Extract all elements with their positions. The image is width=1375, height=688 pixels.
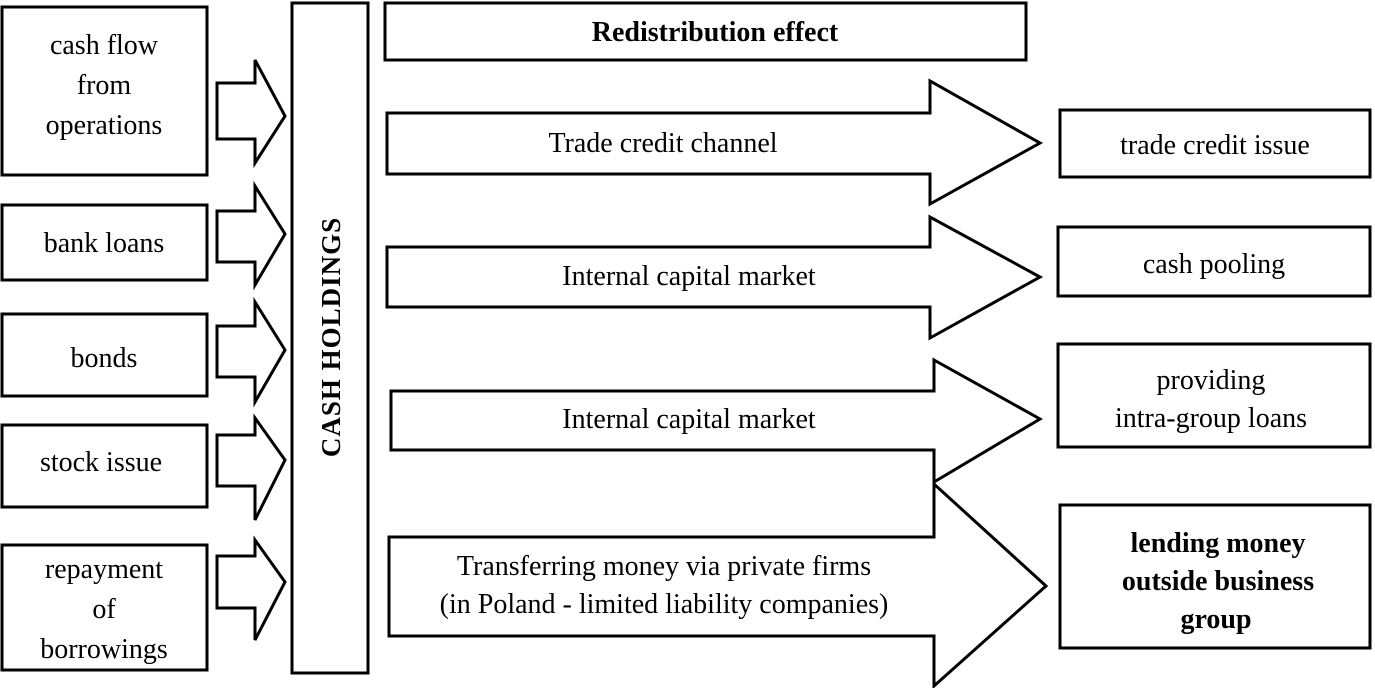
channel-label-private-firms-line2: (in Poland - limited liability companies…	[440, 589, 889, 620]
source-label-stock-issue: stock issue	[40, 447, 162, 478]
channel-arrow-internal-capital-2	[389, 357, 1044, 485]
outcome-label-lending-outside-line3: group	[1180, 604, 1251, 635]
cash-holdings-label: CASH HOLDINGS	[316, 217, 346, 457]
source-label-repayment-line2: of	[92, 594, 116, 625]
channel-arrow-trade-credit	[385, 78, 1044, 207]
outcome-box-intra-group-loans	[1056, 342, 1372, 449]
cash-holdings-box	[290, 1, 370, 675]
input-arrow-cash-flow	[215, 59, 287, 169]
outcome-label-trade-credit-issue: trade credit issue	[1120, 130, 1310, 161]
channel-arrow-internal-capital-1	[385, 214, 1044, 341]
source-box-bank-loans	[0, 203, 209, 282]
channel-label-internal-capital-1: Internal capital market	[562, 261, 816, 292]
outcome-label-intra-group-loans-line2: intra-group loans	[1115, 403, 1307, 434]
source-label-cash-flow-line1: cash flow	[50, 30, 159, 61]
source-label-bonds: bonds	[71, 343, 138, 374]
input-arrow-bank-loans	[215, 180, 287, 291]
source-label-cash-flow-line3: operations	[46, 110, 163, 141]
channel-label-trade-credit: Trade credit channel	[548, 128, 777, 159]
outcome-label-lending-outside-line2: outside business	[1122, 566, 1314, 597]
source-label-bank-loans: bank loans	[44, 228, 165, 259]
source-label-cash-flow-line2: from	[77, 70, 132, 101]
source-box-repayment	[0, 543, 209, 672]
input-arrow-bonds	[215, 296, 287, 408]
outcome-label-cash-pooling: cash pooling	[1143, 249, 1285, 280]
source-label-repayment-line3: borrowings	[40, 634, 168, 665]
outcome-label-lending-outside-line1: lending money	[1130, 528, 1305, 559]
source-box-bonds	[0, 312, 209, 398]
channel-label-internal-capital-2: Internal capital market	[562, 404, 816, 435]
redistribution-effect-box	[383, 1, 1028, 62]
outcome-label-intra-group-loans-line1: providing	[1157, 365, 1266, 396]
input-arrow-repayment	[215, 535, 287, 641]
outcome-box-lending-outside	[1058, 503, 1372, 650]
source-box-cash-flow	[0, 5, 209, 177]
channel-label-private-firms-line1: Transferring money via private firms	[457, 551, 871, 582]
channel-arrow-private-firms	[387, 480, 1049, 688]
source-box-stock-issue	[0, 423, 209, 509]
redistribution-effect-title: Redistribution effect	[592, 17, 839, 48]
input-arrow-stock-issue	[215, 413, 287, 521]
outcome-box-trade-credit-issue	[1058, 108, 1372, 179]
source-label-repayment-line1: repayment	[45, 554, 163, 585]
outcome-box-cash-pooling	[1056, 225, 1372, 298]
